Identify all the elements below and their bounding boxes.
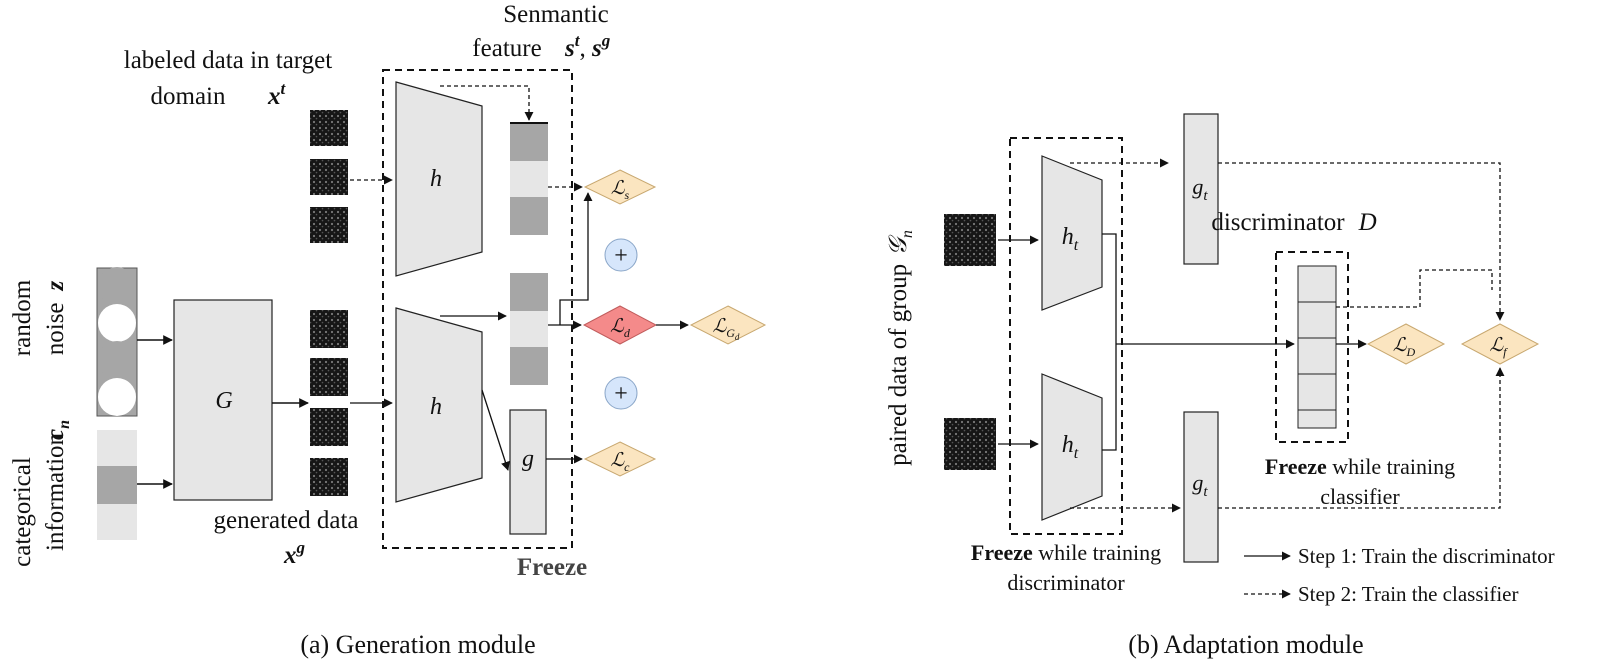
plus-sign-1: + — [614, 243, 628, 269]
freeze-box-right — [1275, 251, 1349, 443]
generated-digit-image-1 — [310, 310, 348, 348]
paired-digit-image-2 — [944, 418, 996, 470]
paired-digit-image-1 — [944, 214, 996, 266]
feature-bottom-to-loss-s-arrow — [559, 192, 593, 325]
discriminator-vector — [1297, 265, 1337, 429]
loss-D-diamond — [1366, 323, 1446, 365]
encoder-ht-top — [1041, 155, 1103, 311]
loss-c-diamond — [583, 441, 657, 477]
encoder-h-top — [395, 81, 483, 277]
panel-b: paired data of group𝒢n ht ht gt gt discr… — [885, 113, 1555, 659]
encoder-h-top-label: h — [430, 166, 442, 192]
target-digit-image-1 — [310, 110, 348, 146]
feature-vector-bottom — [510, 273, 548, 385]
gt-bottom-to-loss-f-arrow — [1218, 367, 1505, 509]
generator-label: G — [215, 388, 232, 414]
freeze-box-left — [1009, 137, 1123, 535]
plus-circle-2 — [604, 376, 638, 410]
paired-data-label: paired data of group𝒢n — [885, 230, 916, 466]
plus-sign-2: + — [614, 381, 628, 407]
classifier-g-label: g — [522, 446, 534, 472]
loss-D-label: ℒD — [1393, 335, 1416, 359]
labeled-data-label-line1: labeled data in target — [124, 47, 333, 74]
encoder-ht-bottom — [1041, 373, 1103, 521]
loss-d-label: ℒd — [610, 316, 631, 340]
loss-f-label: ℒf — [1489, 335, 1508, 359]
freeze-left-label-line2: discriminator — [1007, 570, 1125, 595]
noise-vector — [96, 267, 138, 417]
generated-digit-image-4 — [310, 458, 348, 496]
categorical-var: cn — [42, 420, 73, 440]
freeze-box-a — [382, 69, 573, 549]
encoder-ht-top-label: ht — [1062, 224, 1079, 254]
freeze-left-label-line1: Freeze while training — [971, 540, 1161, 565]
freeze-label-a: Freeze — [517, 554, 587, 581]
labeled-data-label-line2: domain — [151, 83, 226, 110]
semantic-label-line1: Senmantic — [503, 1, 609, 28]
semantic-var-st: st, sg — [564, 31, 611, 62]
noise-label-line2: noisez — [42, 280, 69, 355]
generated-data-var: xg — [283, 538, 306, 569]
loss-s-label: ℒs — [611, 178, 630, 202]
semantic-label-line2: feature — [472, 35, 541, 62]
generator-block — [173, 299, 273, 501]
legend-step1: Step 1: Train the discriminator — [1298, 544, 1555, 568]
gt-top-to-loss-f-arrow — [1218, 162, 1505, 321]
encoder-h-bottom — [395, 307, 483, 503]
loss-f-diamond — [1460, 323, 1540, 365]
classifier-gt-top-label: gt — [1192, 174, 1208, 204]
classifier-gt-top — [1183, 113, 1219, 265]
noise-label-line1: random — [9, 279, 36, 356]
loss-gd-diamond — [689, 305, 767, 345]
loss-s-diamond — [583, 169, 657, 205]
encoder-ht-bottom-label: ht — [1062, 432, 1079, 462]
encoder-top-to-feature-arrow — [440, 85, 534, 121]
generated-digit-image-3 — [310, 408, 348, 446]
freeze-right-label-line2: classifier — [1320, 484, 1400, 509]
encoder-to-classifier-arrow — [481, 389, 510, 471]
discriminator-to-loss-f-path — [1336, 269, 1493, 308]
classifier-gt-bottom-label: gt — [1192, 470, 1208, 500]
generated-data-label: generated data — [213, 507, 358, 534]
panel-a: Senmantic feature st, sg labeled data in… — [9, 1, 767, 659]
plus-circle-1 — [604, 238, 638, 272]
encoder-merge-line — [1102, 233, 1117, 451]
legend-step2: Step 2: Train the classifier — [1298, 582, 1518, 606]
labeled-data-var: xt — [267, 79, 287, 110]
categorical-label-line1: categorical — [9, 457, 36, 567]
classifier-g-block — [509, 409, 547, 535]
loss-gd-label: ℒGd — [713, 316, 740, 342]
caption-a: (a) Generation module — [300, 630, 535, 659]
encoder-h-bottom-label: h — [430, 394, 442, 420]
categorical-label-line2: information — [42, 432, 69, 551]
loss-c-label: ℒc — [610, 450, 630, 474]
caption-b: (b) Adaptation module — [1128, 630, 1363, 659]
category-vector — [97, 430, 137, 540]
freeze-right-label-line1: Freeze while training — [1265, 454, 1455, 479]
classifier-gt-bottom — [1183, 411, 1219, 563]
loss-d-diamond — [582, 305, 658, 345]
target-digit-image-3 — [310, 207, 348, 243]
feature-vector-top — [510, 122, 548, 235]
target-digit-image-2 — [310, 159, 348, 195]
generated-digit-image-2 — [310, 358, 348, 396]
